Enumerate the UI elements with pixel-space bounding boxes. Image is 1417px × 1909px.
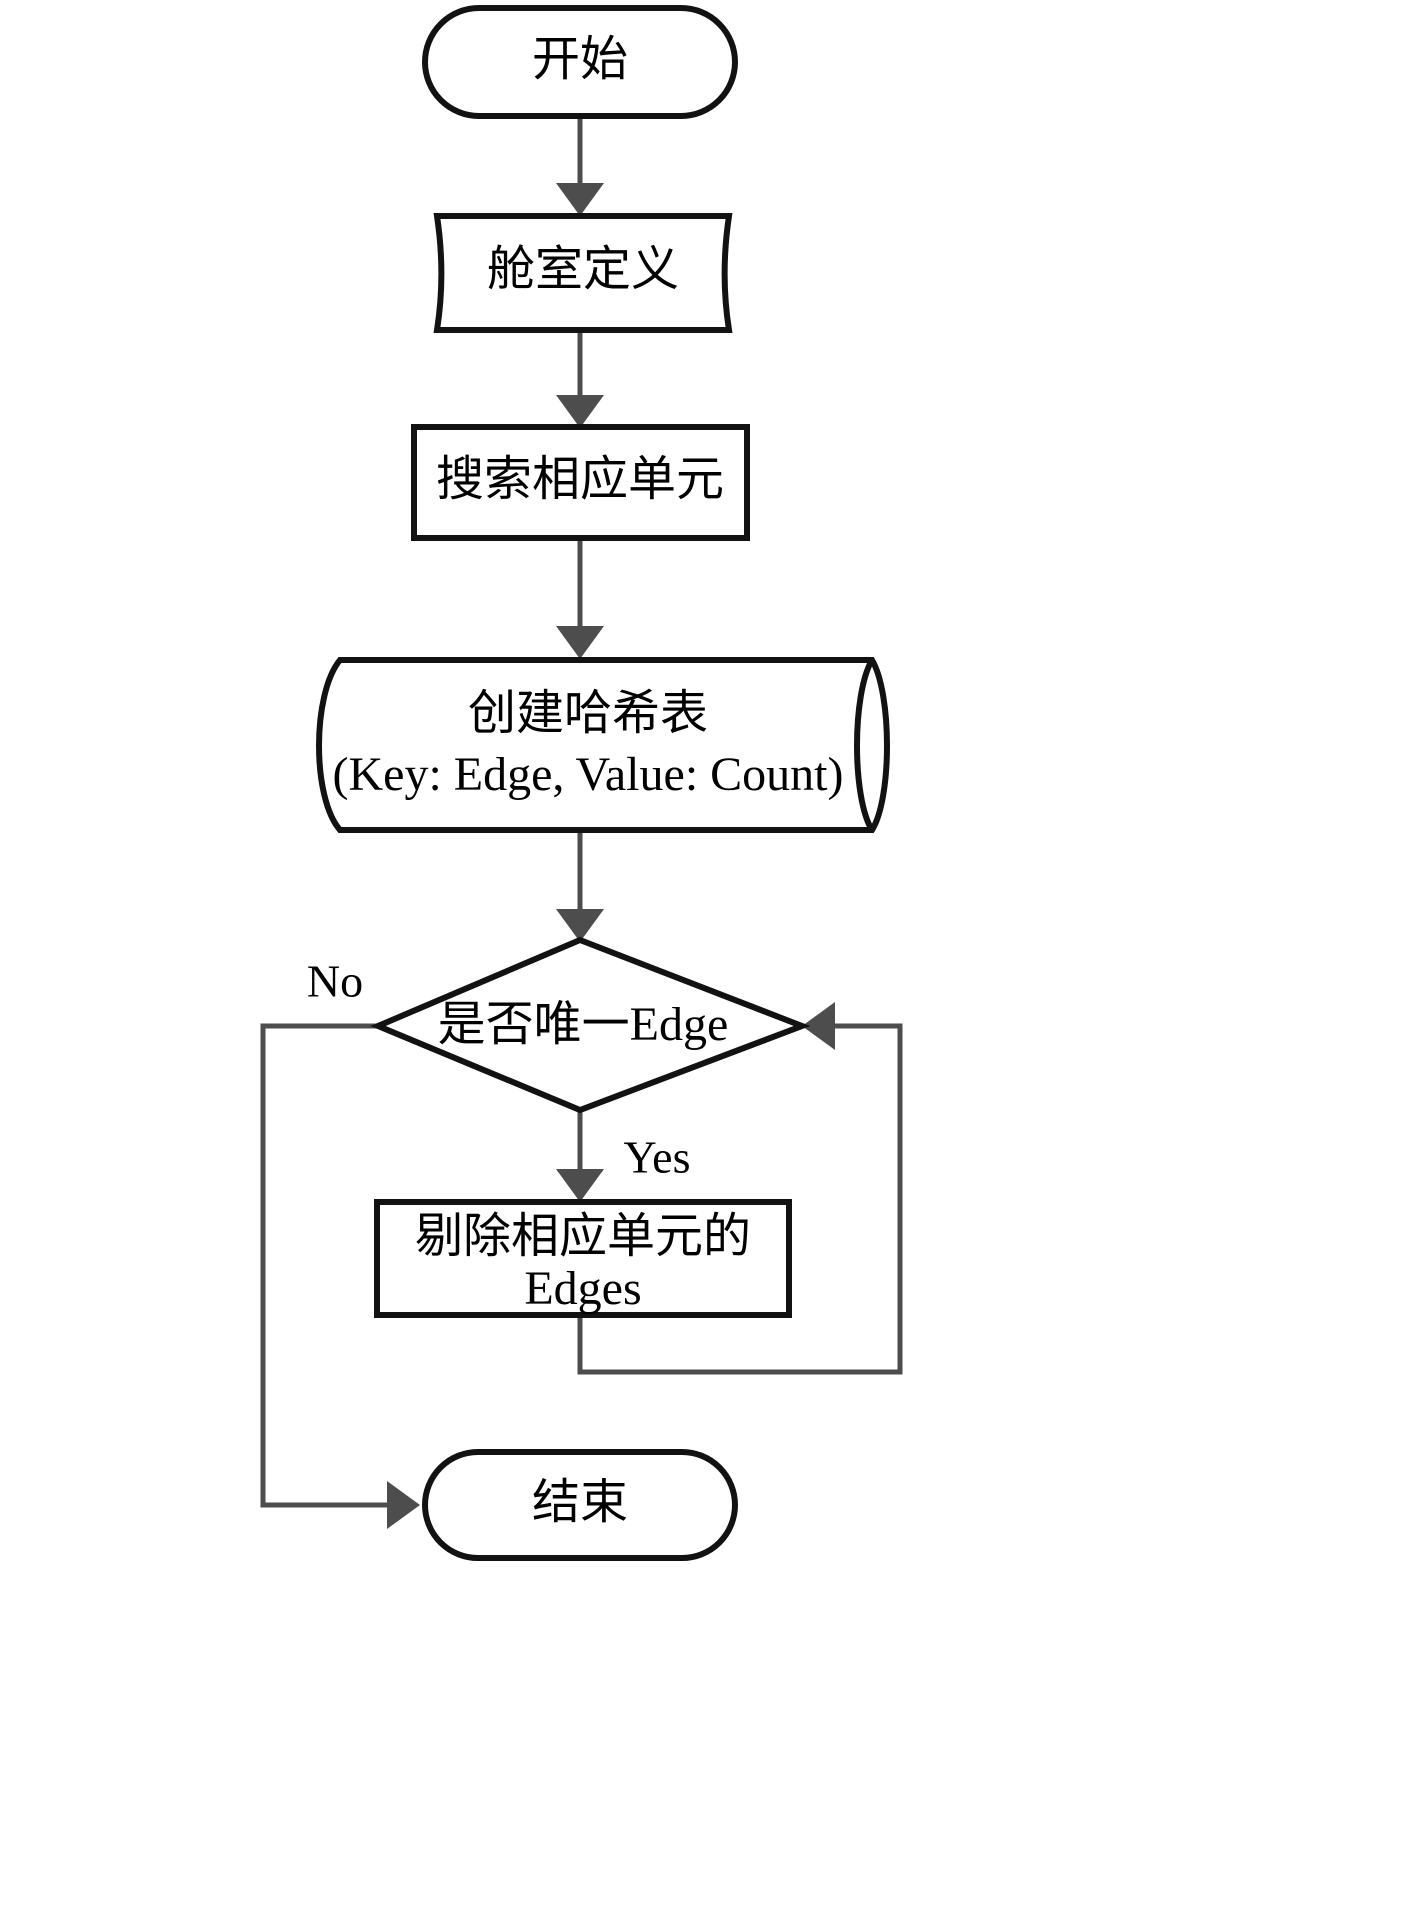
edge-hash-table-to-decision: [556, 830, 604, 942]
edge-cabin-definition-to-search: [556, 330, 604, 428]
node-cabin-definition[interactable]: 舱室定义: [433, 213, 733, 333]
edge-start-to-cabin-definition: [556, 115, 604, 216]
decision-node-label: 是否唯一Edge: [438, 998, 729, 1051]
search-node-shape: [411, 424, 750, 541]
end-node-shape: [422, 1449, 738, 1561]
start-node-shape: [422, 5, 738, 119]
cabin-definition-node-shape: [433, 213, 733, 333]
edge-remove-to-decision-loop: [577, 1002, 903, 1375]
arrowhead: [556, 183, 604, 216]
edge-label-no: No: [307, 956, 363, 1007]
arrowhead: [556, 626, 604, 659]
cabin-definition-node-label: 舱室定义: [487, 243, 679, 296]
search-node-label: 搜索相应单元: [436, 453, 724, 506]
edge-search-to-hash-table: [556, 538, 604, 659]
arrowhead: [556, 1169, 604, 1202]
node-remove-edges[interactable]: 剔除相应单元的 Edges: [374, 1199, 792, 1318]
arrowhead: [387, 1481, 420, 1529]
remove-edges-node-shape: [374, 1199, 792, 1318]
hash-table-node-end-cap: [854, 658, 875, 832]
connector-line: [260, 1023, 390, 1508]
arrowhead: [802, 1002, 835, 1050]
arrowhead: [556, 909, 604, 942]
node-end[interactable]: 结束: [422, 1449, 738, 1561]
end-node-label: 结束: [532, 1476, 628, 1529]
node-hash-table[interactable]: 创建哈希表 (Key: Edge, Value: Count): [316, 657, 890, 833]
connector-line: [577, 1023, 903, 1375]
node-decision[interactable]: 是否唯一Edge: [370, 936, 811, 1114]
start-node-label: 开始: [532, 33, 628, 86]
node-search[interactable]: 搜索相应单元: [411, 424, 750, 541]
hash-table-node-shape: [316, 657, 890, 833]
hash-table-node-label-line2: (Key: Edge, Value: Count): [332, 748, 843, 801]
node-start[interactable]: 开始: [422, 5, 738, 119]
edge-decision-no-to-end: [260, 1023, 420, 1529]
arrowhead: [556, 395, 604, 428]
edge-decision-yes-to-remove: [556, 1110, 604, 1202]
edge-label-yes: Yes: [624, 1132, 691, 1183]
decision-node-shape: [370, 936, 811, 1114]
remove-edges-node-label-line2: Edges: [524, 1262, 641, 1315]
remove-edges-node-label-line1: 剔除相应单元的: [415, 1210, 751, 1263]
hash-table-node-label-line1: 创建哈希表: [468, 687, 708, 740]
